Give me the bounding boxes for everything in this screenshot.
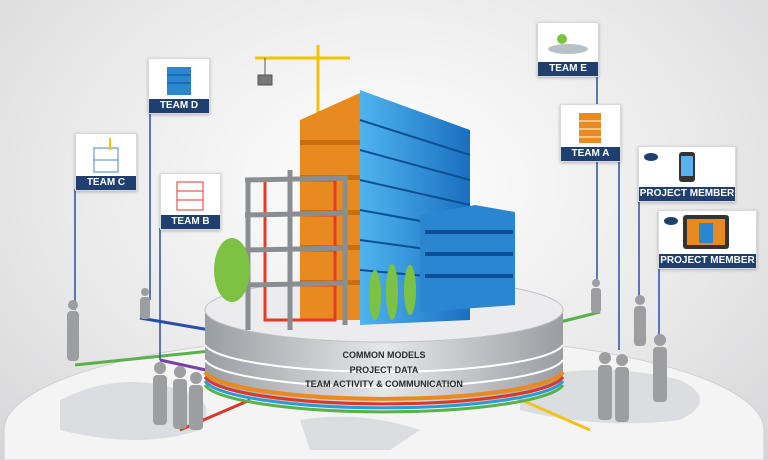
team-e-card[interactable]: TEAM E — [537, 22, 599, 77]
team-a-card[interactable]: TEAM A — [560, 104, 621, 162]
team-c-card[interactable]: TEAM C — [75, 133, 137, 191]
structural-frame — [244, 170, 349, 330]
smartphone-icon — [639, 147, 735, 187]
crane-frame-icon — [76, 134, 136, 176]
tablet-icon — [659, 211, 756, 254]
layer-common-models: COMMON MODELS — [342, 350, 426, 360]
trees — [214, 238, 416, 320]
team-label: TEAM C — [76, 176, 136, 190]
people-silhouettes — [67, 279, 667, 430]
project-member-card-phone[interactable]: PROJECT MEMBER — [638, 146, 736, 202]
small-blue-building — [420, 205, 515, 312]
member-label: PROJECT MEMBER — [639, 187, 735, 201]
orange-building-icon — [561, 105, 620, 147]
team-label: TEAM A — [561, 147, 620, 161]
member-label: PROJECT MEMBER — [659, 254, 756, 268]
blue-building-icon — [149, 59, 209, 99]
landscape-icon — [538, 23, 598, 62]
crane — [255, 45, 350, 120]
team-label: TEAM E — [538, 62, 598, 76]
team-label: TEAM D — [149, 99, 209, 113]
team-label: TEAM B — [161, 215, 220, 229]
layer-project-data: PROJECT DATA — [349, 365, 419, 375]
team-b-card[interactable]: TEAM B — [160, 173, 221, 230]
red-frame-icon — [161, 174, 220, 215]
team-d-card[interactable]: TEAM D — [148, 58, 210, 114]
project-member-card-tablet[interactable]: PROJECT MEMBER — [658, 210, 757, 269]
layer-team-activity: TEAM ACTIVITY & COMMUNICATION — [305, 379, 463, 389]
